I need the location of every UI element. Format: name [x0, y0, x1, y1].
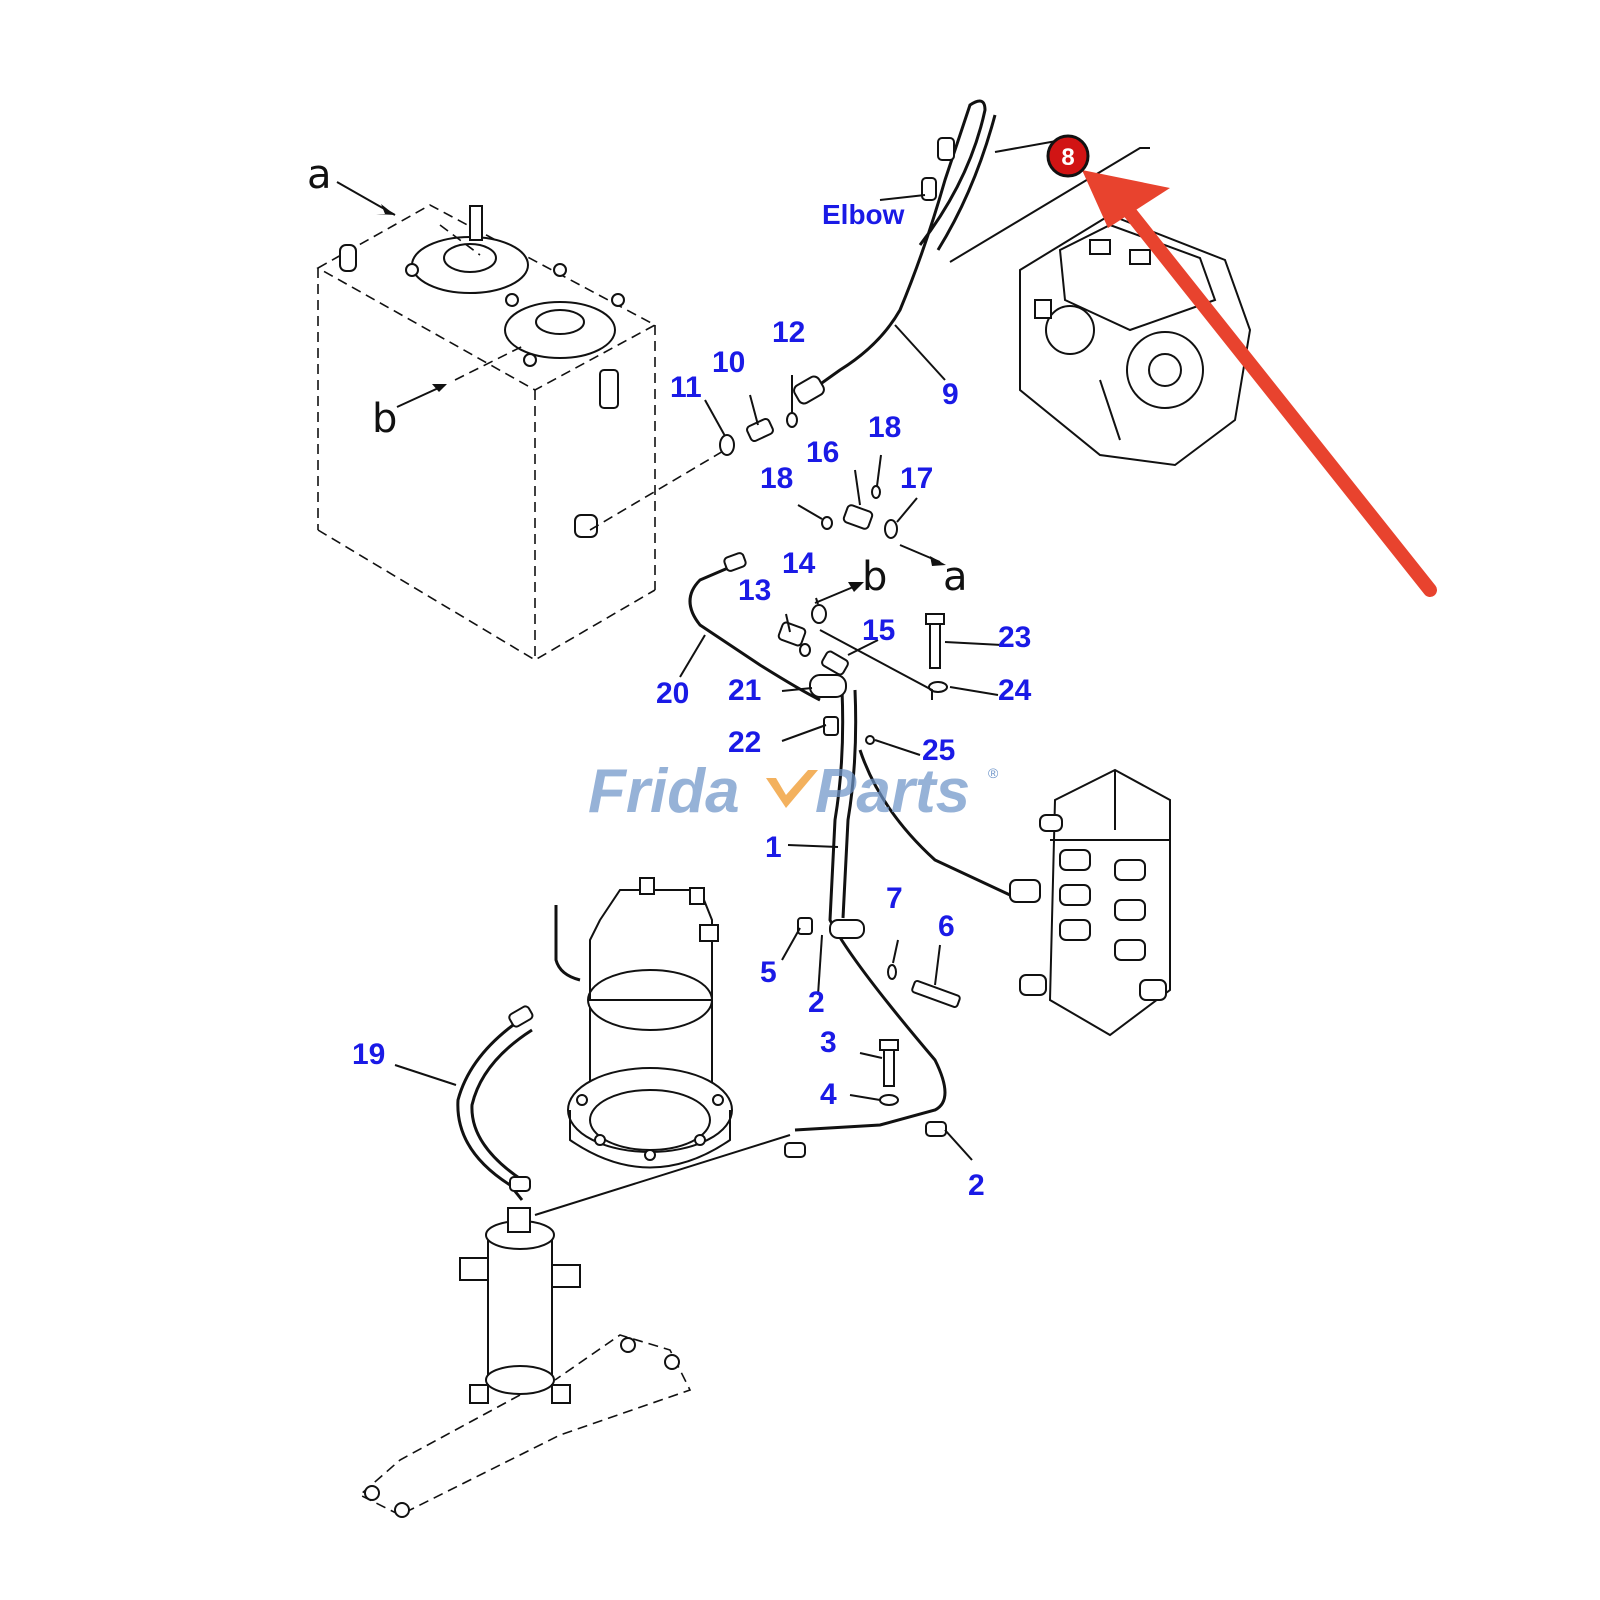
part-8-badge: 8: [1046, 134, 1090, 178]
part-label-2-upper: 2: [808, 986, 825, 1019]
part-8-badge-number: 8: [1061, 144, 1074, 171]
part-label-15: 15: [862, 614, 895, 647]
reference-letters: a b b a: [307, 152, 968, 600]
part-label-13: 13: [738, 574, 771, 607]
part-label-18-upper: 18: [868, 411, 901, 444]
swivel-joint-drawing: [358, 1207, 692, 1518]
part-label-2-lower: 2: [968, 1169, 985, 1202]
part-label-20: 20: [656, 677, 689, 710]
part-label-14: 14: [782, 547, 816, 580]
part-8-badge-circle: [1046, 134, 1090, 178]
part-label-10: 10: [712, 346, 745, 379]
part-label-22: 22: [728, 726, 761, 759]
hydraulic-tank-drawing: [316, 204, 657, 661]
elbow-label: Elbow: [822, 199, 905, 230]
main-pump-drawing: [1019, 213, 1252, 467]
part-label-4: 4: [820, 1078, 837, 1111]
part-label-23: 23: [998, 621, 1031, 654]
swing-motor-drawing: [554, 877, 733, 1169]
control-valve-drawing: [1009, 768, 1171, 1037]
reference-label-b-right: b: [862, 554, 887, 600]
highlight-arrow: [1082, 170, 1437, 597]
part-label-18-lower: 18: [760, 462, 793, 495]
reference-label-b-left: b: [372, 396, 397, 442]
part-label-11: 11: [670, 371, 702, 404]
watermark-text-left: Frida: [588, 757, 740, 826]
part-label-16: 16: [806, 436, 839, 469]
watermark-text-right: Parts: [815, 757, 970, 826]
part-label-7: 7: [886, 882, 903, 915]
part-label-12: 12: [772, 316, 805, 349]
fittings: [509, 412, 961, 1192]
part-label-1: 1: [765, 831, 782, 864]
hose-routing: [456, 99, 1011, 1216]
part-label-19: 19: [352, 1038, 385, 1071]
leader-lines: [336, 139, 1150, 1161]
part-label-17: 17: [900, 462, 933, 495]
part-label-5: 5: [760, 956, 777, 989]
reference-label-a-right: a: [943, 554, 968, 600]
part-label-25: 25: [922, 734, 955, 767]
part-label-9: 9: [942, 378, 959, 411]
fridayparts-watermark: Frida Parts ®: [588, 757, 999, 826]
part-number-labels: 1 2 2 3 4 5 6 7 9 10 11 12 13 14 15 16 1…: [352, 316, 1032, 1202]
reference-label-a-top: a: [307, 152, 332, 198]
watermark-check-mark: [766, 770, 818, 808]
part-label-6: 6: [938, 910, 955, 943]
part-label-21: 21: [728, 674, 761, 707]
watermark-registered-mark: ®: [988, 765, 999, 781]
part-label-3: 3: [820, 1026, 837, 1059]
part-label-24: 24: [998, 674, 1032, 707]
